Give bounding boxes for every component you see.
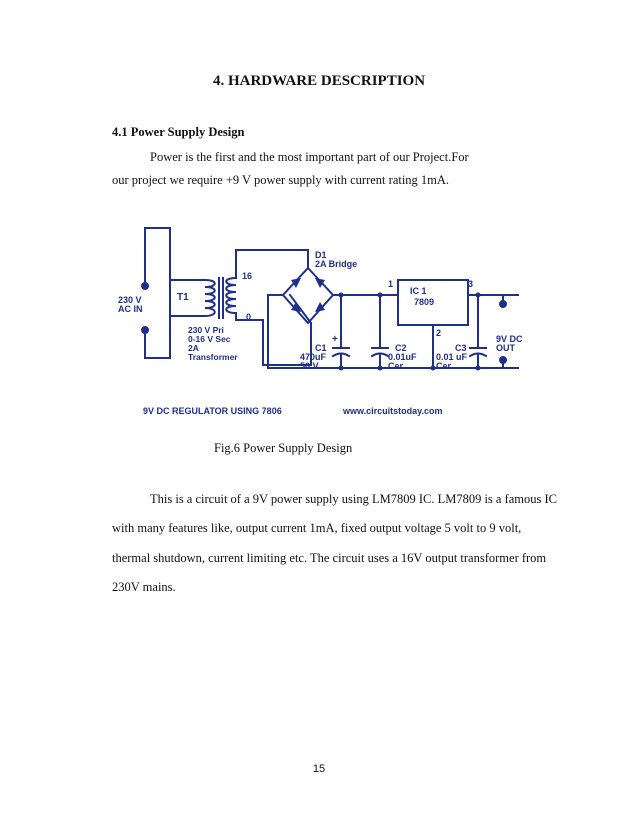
- intro-line-2: our project we require +9 V power supply…: [112, 173, 450, 187]
- subsection-title: 4.1 Power Supply Design: [112, 125, 245, 139]
- ic-pin-1: 1: [388, 279, 393, 289]
- ic-pin-2: 2: [436, 328, 441, 338]
- ic-pin-3: 3: [468, 279, 473, 289]
- ac-in-label-2: AC IN: [118, 304, 143, 314]
- transformer-label-2: 0-16 V Sec: [188, 334, 231, 344]
- tap-0-label: 0: [246, 312, 251, 322]
- bridge-rating: 2A Bridge: [315, 259, 357, 269]
- c2-ref: C2: [395, 343, 407, 353]
- c1-polarity: +: [332, 334, 338, 345]
- c1-ref: C1: [315, 343, 327, 353]
- section-title: 4. HARDWARE DESCRIPTION: [212, 73, 426, 89]
- transformer-label-4: Transformer: [188, 352, 238, 362]
- c3-ref: C3: [455, 343, 467, 353]
- figure-caption: Fig.6 Power Supply Design: [214, 441, 353, 455]
- transformer-ref: T1: [177, 292, 189, 303]
- output-label-1: 9V DC: [496, 334, 523, 344]
- c1-value: 470uF: [300, 352, 327, 362]
- body-line-4: 230V mains.: [112, 580, 176, 594]
- body-line-2: with many features like, output current …: [112, 521, 522, 535]
- figure-footer-title: 9V DC REGULATOR USING 7806: [143, 406, 282, 416]
- c2-value: 0.01uF: [388, 352, 417, 362]
- c3-type: Cer: [436, 361, 452, 371]
- intro-line-1: Power is the first and the most importan…: [150, 150, 469, 164]
- ac-in-label-1: 230 V: [118, 295, 142, 305]
- body-line-1: This is a circuit of a 9V power supply u…: [150, 492, 558, 506]
- ic-ref: IC 1: [410, 286, 427, 296]
- transformer-label-3: 2A: [188, 343, 199, 353]
- bridge-ref: D1: [315, 250, 327, 260]
- page-number: 15: [312, 763, 326, 775]
- power-supply-schematic: 230 V AC IN T1 16 0 230 V Pri 0-16 V Sec…: [118, 227, 523, 416]
- body-line-3: thermal shutdown, current limiting etc. …: [112, 551, 547, 565]
- transformer-label-1: 230 V Pri: [188, 325, 224, 335]
- c2-type: Cer: [388, 361, 404, 371]
- output-label-2: OUT: [496, 343, 516, 353]
- ic-part: 7809: [414, 297, 434, 307]
- c3-value: 0.01 uF: [436, 352, 468, 362]
- figure-footer-website: www.circuitstoday.com: [342, 406, 443, 416]
- c1-voltage: 50 V: [300, 361, 319, 371]
- tap-16-label: 16: [242, 271, 252, 281]
